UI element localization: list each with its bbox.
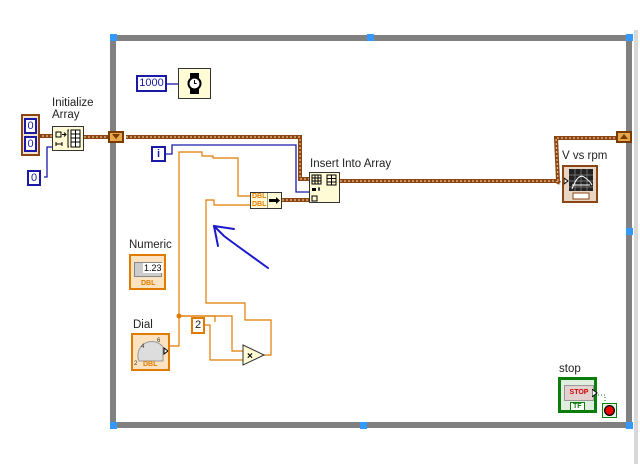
dial-scale-6: 6 [157, 338, 161, 344]
double-wires[interactable] [170, 151, 272, 361]
dial-scale-4: 4 [141, 344, 145, 350]
stop-button-face: STOP [564, 385, 594, 401]
shift-register-right[interactable] [616, 131, 632, 143]
while-loop-bottom-border[interactable] [112, 422, 632, 428]
initialize-array-label: Initialize Array [52, 97, 94, 121]
numeric-type-tag: DBL [141, 280, 156, 287]
xy-graph-icon [563, 169, 593, 200]
dial-scale-2: 2 [134, 361, 138, 367]
size-constant[interactable]: 0 [27, 170, 41, 186]
dial-icon: 4 6 2 [134, 338, 169, 367]
array-element-0[interactable]: 0 [24, 118, 37, 134]
numeric-value: 1.23 [143, 263, 163, 273]
dial-type-tag: DBL [143, 361, 158, 368]
numeric-label: Numeric [129, 239, 172, 251]
wire-junction [176, 313, 182, 319]
resize-handle-top-right[interactable] [626, 34, 633, 41]
build-array-input-0-type: DBL [252, 193, 267, 200]
constant-two[interactable]: 2 [191, 317, 205, 334]
stop-label: stop [559, 363, 581, 375]
initialize-array-node[interactable] [52, 126, 84, 151]
stop-type-tag: TF [570, 402, 585, 411]
down-triangle-icon [112, 134, 120, 139]
stop-button-text: STOP [569, 389, 589, 396]
wait-ms-node[interactable] [178, 68, 211, 99]
shift-register-left[interactable] [108, 131, 124, 143]
build-array-node[interactable]: DBL DBL [250, 192, 282, 209]
wait-ms-watch-icon [187, 73, 202, 94]
stop-terminal[interactable]: STOP TF [558, 377, 598, 413]
build-array-icon [267, 193, 280, 208]
dimension-array-constant[interactable]: 0 0 [21, 114, 40, 156]
stop-if-true-icon [604, 405, 615, 416]
up-triangle-icon [620, 134, 628, 139]
output-arrow-icon [592, 389, 598, 397]
xy-graph-label: V vs rpm [562, 150, 608, 162]
numeric-terminal[interactable]: 1.23 DBL [129, 254, 166, 290]
resize-handle-bottom-left[interactable] [110, 422, 117, 429]
while-loop-left-border[interactable] [110, 35, 116, 428]
resize-handle-top-middle[interactable] [367, 34, 374, 41]
insert-into-array-icon [311, 174, 337, 202]
resize-handle-middle-right[interactable] [626, 228, 633, 235]
insert-into-array-label: Insert Into Array [310, 158, 392, 170]
multiply-node[interactable]: × [242, 344, 266, 366]
resize-handle-top-left[interactable] [110, 34, 117, 41]
dial-terminal[interactable]: 4 6 2 DBL [131, 333, 170, 371]
multiply-symbol: × [247, 351, 253, 362]
insert-into-array-node[interactable] [309, 172, 340, 203]
resize-handle-bottom-middle[interactable] [360, 422, 367, 429]
array-element-1[interactable]: 0 [24, 136, 37, 152]
annotation-arrow [213, 225, 269, 269]
wait-ms-constant[interactable]: 1000 [136, 75, 167, 92]
loop-condition-terminal[interactable] [602, 403, 617, 418]
xy-graph-terminal[interactable] [562, 165, 598, 203]
build-array-input-1-type: DBL [252, 201, 267, 208]
numeric-display: 1.23 [134, 262, 163, 277]
initialize-array-icon [55, 129, 81, 148]
vertical-scrollbar[interactable] [634, 30, 638, 464]
resize-handle-bottom-right[interactable] [626, 422, 633, 429]
dial-label: Dial [133, 319, 153, 331]
iteration-terminal[interactable]: i [151, 146, 166, 162]
